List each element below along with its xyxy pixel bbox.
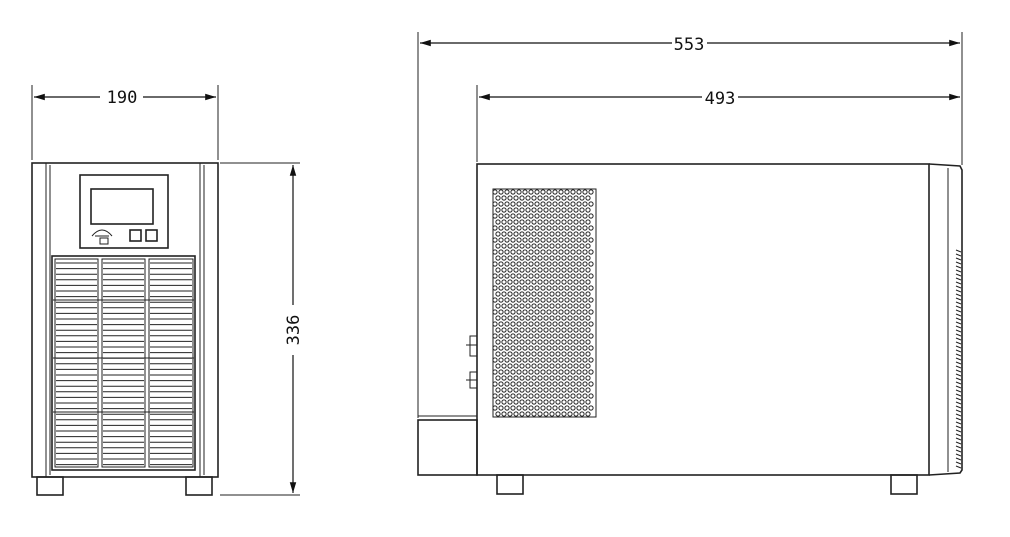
front-right-foot (185, 476, 213, 496)
front-height-dimension: 336 (220, 162, 304, 496)
panel-button-right (145, 229, 158, 242)
side-body-depth-dimension: 493 (476, 85, 960, 162)
overall-depth-label: 553 (674, 35, 705, 55)
front-height-label: 336 (284, 315, 304, 346)
front-width-label: 190 (107, 88, 138, 108)
side-overall-depth-dimension: 553 (417, 32, 963, 418)
side-view (417, 163, 963, 495)
front-width-dimension: 190 (31, 85, 219, 160)
rear-battery-box (417, 419, 478, 476)
side-rear-foot (496, 474, 524, 495)
lcd-display (90, 188, 154, 225)
front-grille (51, 255, 196, 471)
front-cabinet-outline (31, 162, 219, 478)
front-grille-louvres (53, 258, 194, 468)
side-vent-mesh (492, 189, 594, 417)
front-left-foot (36, 476, 64, 496)
front-view (31, 162, 219, 496)
side-front-bezel (928, 163, 963, 476)
rear-connector-top (469, 335, 478, 357)
body-depth-label: 493 (705, 89, 736, 109)
side-front-foot (890, 474, 918, 495)
side-cabinet-outline (476, 163, 930, 476)
power-symbol-icon (91, 229, 113, 245)
side-vent-area (492, 188, 597, 418)
bezel-vent-texture (955, 249, 962, 469)
control-panel (79, 174, 169, 249)
panel-button-left (129, 229, 142, 242)
